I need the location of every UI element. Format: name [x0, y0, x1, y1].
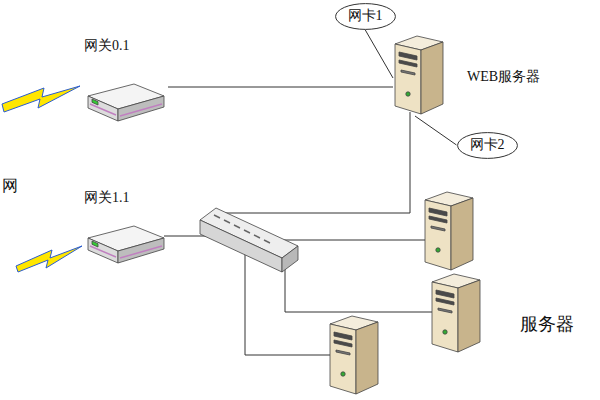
network-label: 网	[2, 176, 18, 195]
node-label: 网卡1	[348, 8, 383, 25]
callout-ellipse	[457, 132, 517, 158]
server-icon	[432, 274, 480, 352]
router-icon	[88, 84, 164, 121]
group-label: 服务器	[520, 314, 574, 336]
wire	[285, 262, 434, 312]
switch-ports	[214, 215, 270, 243]
nic-callout: 网卡2	[457, 132, 518, 159]
switch-end	[282, 246, 298, 272]
web-server: WEB服务器	[393, 38, 547, 116]
switch-icon	[200, 208, 298, 272]
node-label: 网关1.1	[84, 190, 168, 207]
connector-line	[168, 87, 393, 88]
node-label: 网关0.1	[84, 38, 168, 55]
server-icon	[395, 36, 443, 114]
connector-line	[365, 30, 393, 79]
connector-line	[415, 116, 457, 145]
wire	[225, 112, 410, 213]
network-wires	[164, 112, 434, 355]
switch-front	[200, 220, 282, 272]
lightning-bolt	[16, 246, 82, 272]
router-icon	[88, 226, 164, 263]
nic-callout: 网卡1	[335, 3, 396, 30]
node-label: WEB服务器	[467, 69, 540, 86]
server-icon	[425, 192, 473, 270]
node-label: 网卡2	[470, 137, 505, 154]
callout-ellipse	[335, 3, 395, 29]
gateway-router: 网关1.1	[84, 190, 168, 272]
gateway-router: 网关0.1	[84, 38, 168, 120]
lightning-bolt	[2, 86, 80, 112]
server-icon	[330, 316, 378, 394]
